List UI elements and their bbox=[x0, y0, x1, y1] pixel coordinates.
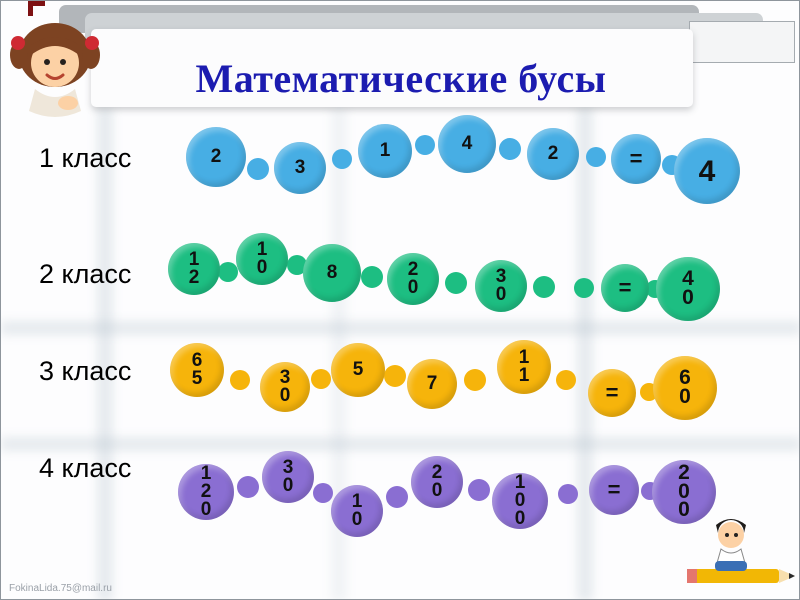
connector-bead bbox=[237, 476, 259, 498]
bead-value: 1 0 bbox=[351, 490, 363, 530]
number-bead: 2 bbox=[527, 128, 579, 180]
connector-bead bbox=[384, 365, 406, 387]
connector-bead bbox=[313, 483, 333, 503]
connector-bead bbox=[445, 272, 467, 294]
grade-label: 3 класс bbox=[39, 356, 132, 386]
bead-value: 1 bbox=[379, 139, 391, 161]
bead-value: 1 0 0 bbox=[514, 471, 526, 530]
equals-bead: = bbox=[588, 369, 636, 417]
grade-label: 2 класс bbox=[39, 259, 132, 289]
bead-value: 8 bbox=[326, 261, 338, 283]
number-bead: 1 0 bbox=[331, 485, 383, 537]
bead-value: 4 bbox=[698, 154, 716, 188]
bead-value: 2 0 0 bbox=[678, 460, 690, 522]
bead-value: 5 bbox=[352, 358, 364, 380]
background-grid-line bbox=[97, 107, 113, 599]
connector-bead bbox=[556, 370, 576, 390]
background-grid-line bbox=[577, 107, 593, 599]
bead-value: 7 bbox=[426, 372, 438, 394]
connector-bead bbox=[230, 370, 250, 390]
corner-mark bbox=[28, 1, 45, 16]
number-bead: 1 0 0 bbox=[492, 473, 548, 529]
bead-value: 1 2 0 bbox=[200, 462, 212, 521]
grade-label: 1 класс bbox=[39, 143, 132, 173]
result-bead: 6 0 bbox=[653, 356, 717, 420]
connector-bead bbox=[247, 158, 269, 180]
number-bead: 2 0 bbox=[387, 253, 439, 305]
bead-value: 1 2 bbox=[188, 248, 200, 288]
bead-value: 3 0 bbox=[279, 366, 291, 406]
background-grid-line bbox=[1, 437, 799, 451]
number-bead: 6 5 bbox=[170, 343, 224, 397]
connector-bead bbox=[468, 479, 490, 501]
number-bead: 2 0 bbox=[411, 456, 463, 508]
bead-value: = bbox=[605, 379, 619, 405]
number-bead: 1 2 0 bbox=[178, 464, 234, 520]
background-grid-line bbox=[1, 321, 799, 335]
bead-value: 3 bbox=[294, 156, 306, 178]
connector-bead bbox=[558, 484, 578, 504]
number-bead: 4 bbox=[438, 115, 496, 173]
connector-bead bbox=[287, 255, 307, 275]
bead-value: 4 bbox=[461, 132, 473, 154]
connector-bead bbox=[499, 138, 521, 160]
connector-bead bbox=[332, 149, 352, 169]
bead-value: 4 0 bbox=[682, 267, 694, 309]
number-bead: 8 bbox=[303, 244, 361, 302]
result-bead: 2 0 0 bbox=[652, 460, 716, 524]
connector-bead bbox=[311, 369, 331, 389]
connector-bead bbox=[361, 266, 383, 288]
title-panel bbox=[91, 29, 693, 107]
deck-card bbox=[689, 21, 795, 63]
connector-bead bbox=[533, 276, 555, 298]
girl-illustration bbox=[10, 23, 100, 117]
bead-value: 2 0 bbox=[407, 258, 419, 298]
bead-value: 3 0 bbox=[495, 265, 507, 305]
bead-value: 1 1 bbox=[518, 346, 530, 386]
number-bead: 3 bbox=[274, 142, 326, 194]
bead-value: 6 0 bbox=[679, 366, 691, 408]
result-bead: 4 0 bbox=[656, 257, 720, 321]
connector-bead bbox=[218, 262, 238, 282]
connector-bead bbox=[574, 278, 594, 298]
pencil-boy-illustration bbox=[687, 519, 795, 583]
slide-title: Математические бусы bbox=[195, 56, 607, 101]
equals-bead: = bbox=[601, 264, 649, 312]
bead-value: = bbox=[607, 476, 621, 502]
watermark: FokinaLida.75@mail.ru bbox=[9, 583, 112, 594]
number-bead: 1 0 bbox=[236, 233, 288, 285]
equals-bead: = bbox=[589, 465, 639, 515]
number-bead: 5 bbox=[331, 343, 385, 397]
bead-value: = bbox=[629, 145, 643, 171]
connector-bead bbox=[464, 369, 486, 391]
bead-value: 1 0 bbox=[256, 238, 268, 278]
number-bead: 3 0 bbox=[475, 260, 527, 312]
number-bead: 1 1 bbox=[497, 340, 551, 394]
bead-value: 2 bbox=[547, 142, 559, 164]
connector-bead bbox=[586, 147, 606, 167]
grade-label: 4 класс bbox=[39, 453, 132, 483]
bead-value: 3 0 bbox=[282, 456, 294, 496]
number-bead: 2 bbox=[186, 127, 246, 187]
result-bead: 4 bbox=[674, 138, 740, 204]
number-bead: 3 0 bbox=[260, 362, 310, 412]
equals-bead: = bbox=[611, 134, 661, 184]
number-bead: 1 2 bbox=[168, 243, 220, 295]
bead-value: = bbox=[618, 274, 632, 300]
bead-value: 6 5 bbox=[191, 349, 203, 389]
bead-value: 2 0 bbox=[431, 461, 443, 501]
number-bead: 1 bbox=[358, 124, 412, 178]
connector-bead bbox=[386, 486, 408, 508]
number-bead: 3 0 bbox=[262, 451, 314, 503]
connector-bead bbox=[415, 135, 435, 155]
bead-value: 2 bbox=[210, 145, 222, 167]
number-bead: 7 bbox=[407, 359, 457, 409]
